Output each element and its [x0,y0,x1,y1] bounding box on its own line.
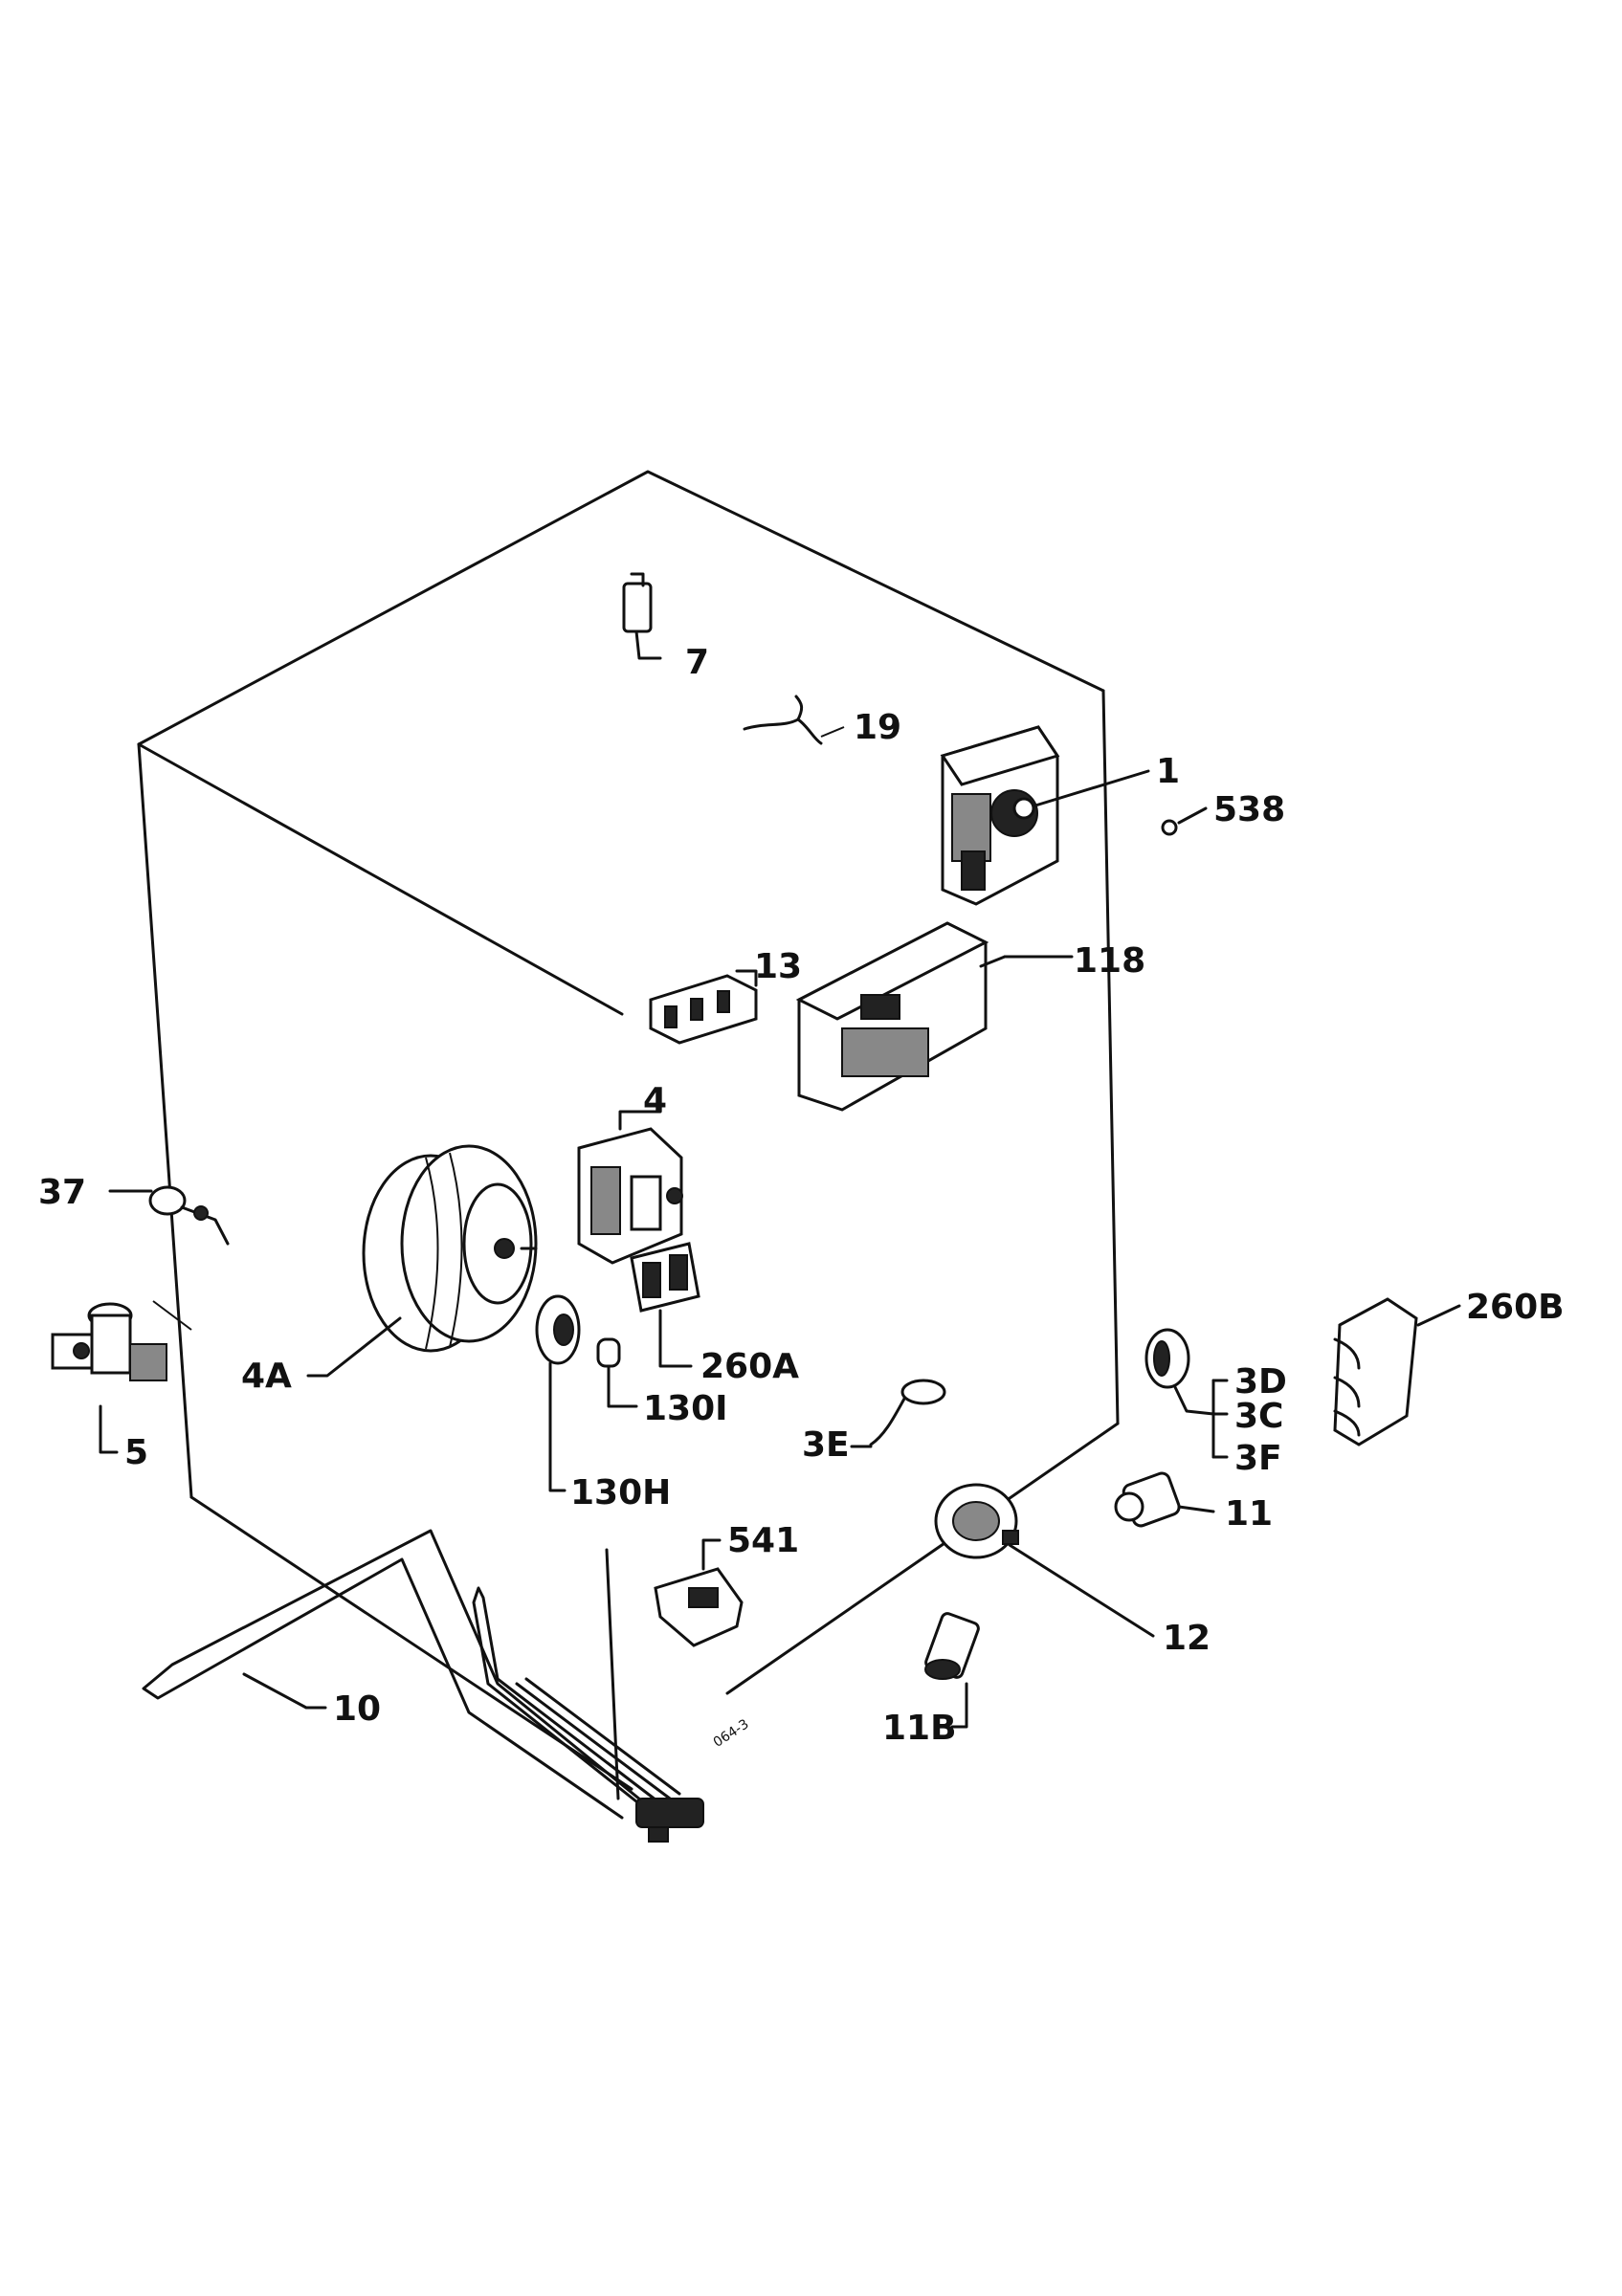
part-13-terminal-block [649,969,758,1045]
part-3E-sensor [850,1379,946,1448]
part-1-timer [940,725,1150,906]
part-3-thermostat [1144,1328,1229,1459]
stamp-code: 064-3 [711,1716,752,1751]
part-4A-motor [306,1144,538,1378]
part-12-pressure-switch [934,1483,1155,1638]
part-260B-bracket [1333,1297,1461,1446]
label-3E: 3E [802,1425,850,1465]
label-4A: 4A [241,1357,292,1396]
label-538: 538 [1213,790,1285,829]
part-37-connector [108,1185,230,1246]
part-541-clip [654,1538,744,1647]
part-130I-bush [596,1337,638,1408]
label-11: 11 [1225,1494,1273,1534]
label-1: 1 [1156,752,1180,791]
part-10-heating-element [142,1529,704,1843]
label-3F: 3F [1234,1439,1282,1478]
label-130I: 130I [643,1389,728,1428]
part-5-water-valve [51,1302,167,1454]
label-260B: 260B [1466,1288,1565,1327]
label-130H: 130H [570,1473,671,1512]
label-12: 12 [1163,1619,1211,1658]
cabinet-outline [137,470,1120,1800]
label-10: 10 [333,1689,381,1729]
label-118: 118 [1074,941,1145,981]
part-7-switch [622,572,662,660]
label-13: 13 [754,947,802,986]
label-11B: 11B [882,1709,957,1748]
part-4-pump-unit [577,1110,683,1265]
label-4: 4 [643,1081,667,1120]
part-19-wire [743,695,845,745]
label-19: 19 [854,708,901,747]
part-118-electronic-unit [795,921,1074,1112]
label-260A: 260A [700,1347,799,1386]
part-labels: 7 19 1 538 13 118 4 37 4A 260A 130I 130H… [38,643,1565,1748]
part-260A-bracket [630,1242,700,1368]
label-7: 7 [685,643,709,682]
part-11-small-motor [1114,1471,1215,1528]
label-541: 541 [727,1521,799,1560]
part-130H-pulley [535,1294,581,1492]
part-11B-component [924,1612,980,1729]
label-3C: 3C [1234,1397,1283,1436]
label-5: 5 [124,1433,148,1472]
label-37: 37 [38,1173,86,1212]
part-538-screw [1161,806,1208,836]
label-3D: 3D [1234,1362,1287,1402]
